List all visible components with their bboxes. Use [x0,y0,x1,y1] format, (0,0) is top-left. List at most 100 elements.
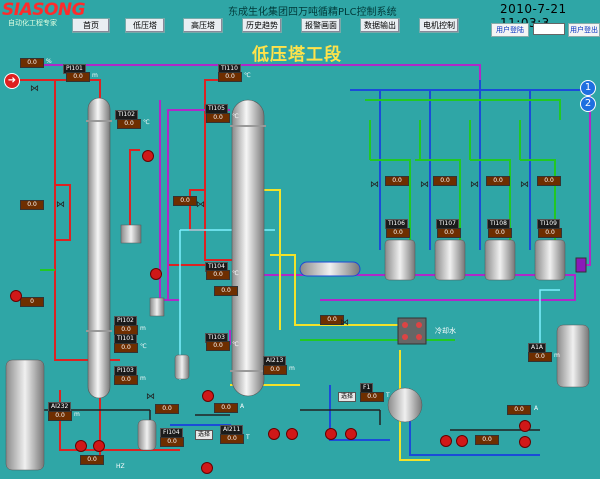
value-pi102: 0.0 [114,325,138,335]
pump-feed-icon[interactable] [202,390,214,402]
value-feed-pump: 0.0 [214,403,238,413]
nav-low-pressure[interactable]: 低压塔 [125,18,165,33]
value-ti103: 0.0 [206,341,230,351]
valve-cond-2-icon[interactable]: ⋈ [420,180,429,190]
mode-select-1[interactable]: 选择 [195,430,214,440]
pump-top-icon[interactable] [142,150,154,162]
unit-right-amp: A [534,405,539,412]
company-logo: SIASONG 自动化工程专家 [2,0,86,34]
inlet-arrow-icon: ➜ [4,73,20,89]
valve-bottom-icon[interactable]: ⋈ [146,392,155,402]
pump-mid-2-icon[interactable] [286,428,298,440]
value-cooler-valve: 0.0 [320,315,344,325]
value-ti104: 0.0 [206,270,230,280]
value-right-pump: 0.0 [507,405,531,415]
value-ai213: 0.0 [263,365,287,375]
unit-bottom-hz: HZ [116,463,125,470]
valve-cond-3-icon[interactable]: ⋈ [470,180,479,190]
unit-ti101: ℃ [140,343,147,350]
unit-f1: T [386,392,390,399]
unit-pi101: m [92,72,98,79]
cooling-water-label: 冷却水 [435,327,456,335]
value-ti106: 0.0 [386,228,410,238]
nav-history-trend[interactable]: 历史趋势 [242,18,282,33]
low-pressure-column-left [86,97,112,399]
unit-ai232: m [74,411,80,418]
value-ai232: 0.0 [48,411,72,421]
unit-ai211: T [246,434,250,441]
value-bottom-pump: 0.0 [80,455,104,465]
exit-1-icon[interactable]: 1 [580,80,596,96]
unit-pi102: m [140,325,146,332]
unit-ai213: m [289,365,295,372]
unit-pi103: m [140,375,146,382]
nav-alarms[interactable]: 报警画面 [301,18,341,33]
page-title: 低压塔工段 [252,45,342,65]
unit-ti102: ℃ [143,119,150,126]
logo-text: SIASONG [2,0,86,20]
nav-motor-control[interactable]: 电机控制 [419,18,459,33]
system-title: 东成生化集团四万吨循精PLC控制系统 [228,7,397,18]
valve-left-icon[interactable]: ⋈ [56,200,65,210]
valve-inlet-icon[interactable]: ⋈ [30,84,39,94]
value-cond-valve-2: 0.0 [433,176,457,186]
value-right-pump-2: 0.0 [475,435,499,445]
login-button[interactable]: 用户登陆 [491,23,529,37]
pump-right-1-icon[interactable] [440,435,452,447]
logout-button[interactable]: 用户登出 [568,23,600,37]
value-pi103: 0.0 [114,375,138,385]
pump-bottom-1-icon[interactable] [75,440,87,452]
unit-ti104: ℃ [232,270,239,277]
value-ti109: 0.0 [538,228,562,238]
unit-inlet: % [46,58,52,65]
logo-subtitle: 自动化工程专家 [8,19,57,27]
pump-mid-1-icon[interactable] [268,428,280,440]
value-pump-left: 0 [20,297,44,307]
value-ai211: 0.0 [220,434,244,444]
nav-data-output[interactable]: 数据输出 [360,18,400,33]
unit-feed-amp: A [240,403,245,410]
mode-select-2[interactable]: 选择 [338,392,357,402]
unit-ti103: ℃ [232,341,239,348]
pump-right-4-icon[interactable] [519,436,531,448]
nav-home[interactable]: 首页 [72,18,110,33]
value-ti101: 0.0 [114,343,138,353]
value-steam-valve: 0.0 [173,196,197,206]
valve-cond-4-icon[interactable]: ⋈ [520,180,529,190]
value-pump-mid: 0.0 [214,286,238,296]
user-field[interactable] [533,23,565,35]
valve-cooler-icon[interactable]: ⋈ [340,318,349,328]
nav-high-pressure[interactable]: 高压塔 [183,18,223,33]
valve-right-icon[interactable]: ⋈ [196,200,205,210]
pump-right-3-icon[interactable] [519,420,531,432]
value-fi104: 0.0 [160,437,184,447]
pump-mid-4-icon[interactable] [345,428,357,440]
value-pi101: 0.0 [66,72,90,82]
value-bottom-valve: 0.0 [155,404,179,414]
exit-2-icon[interactable]: 2 [580,96,596,112]
value-ti108: 0.0 [488,228,512,238]
value-ti105: 0.0 [206,113,230,123]
value-cond-valve-3: 0.0 [486,176,510,186]
unit-a1a: m [554,352,560,359]
value-cond-valve-4: 0.0 [537,176,561,186]
pump-right-2-icon[interactable] [456,435,468,447]
pump-reflux-icon[interactable] [150,268,162,280]
pump-bottom-2-icon[interactable] [93,440,105,452]
value-ti102: 0.0 [117,119,141,129]
pump-mid-3-icon[interactable] [325,428,337,440]
unit-ti110: ℃ [244,72,251,79]
unit-ti105: ℃ [232,113,239,120]
value-ti110: 0.0 [218,72,242,82]
value-cond-valve-1: 0.0 [385,176,409,186]
pump-left-icon[interactable] [10,290,22,302]
low-pressure-column-main [230,99,266,397]
value-inlet: 0.0 [20,58,44,68]
pump-bottom-center-icon[interactable] [201,462,213,474]
value-left-valve: 0.0 [20,200,44,210]
value-a1a: 0.0 [528,352,552,362]
value-ti107: 0.0 [437,228,461,238]
valve-cond-1-icon[interactable]: ⋈ [370,180,379,190]
